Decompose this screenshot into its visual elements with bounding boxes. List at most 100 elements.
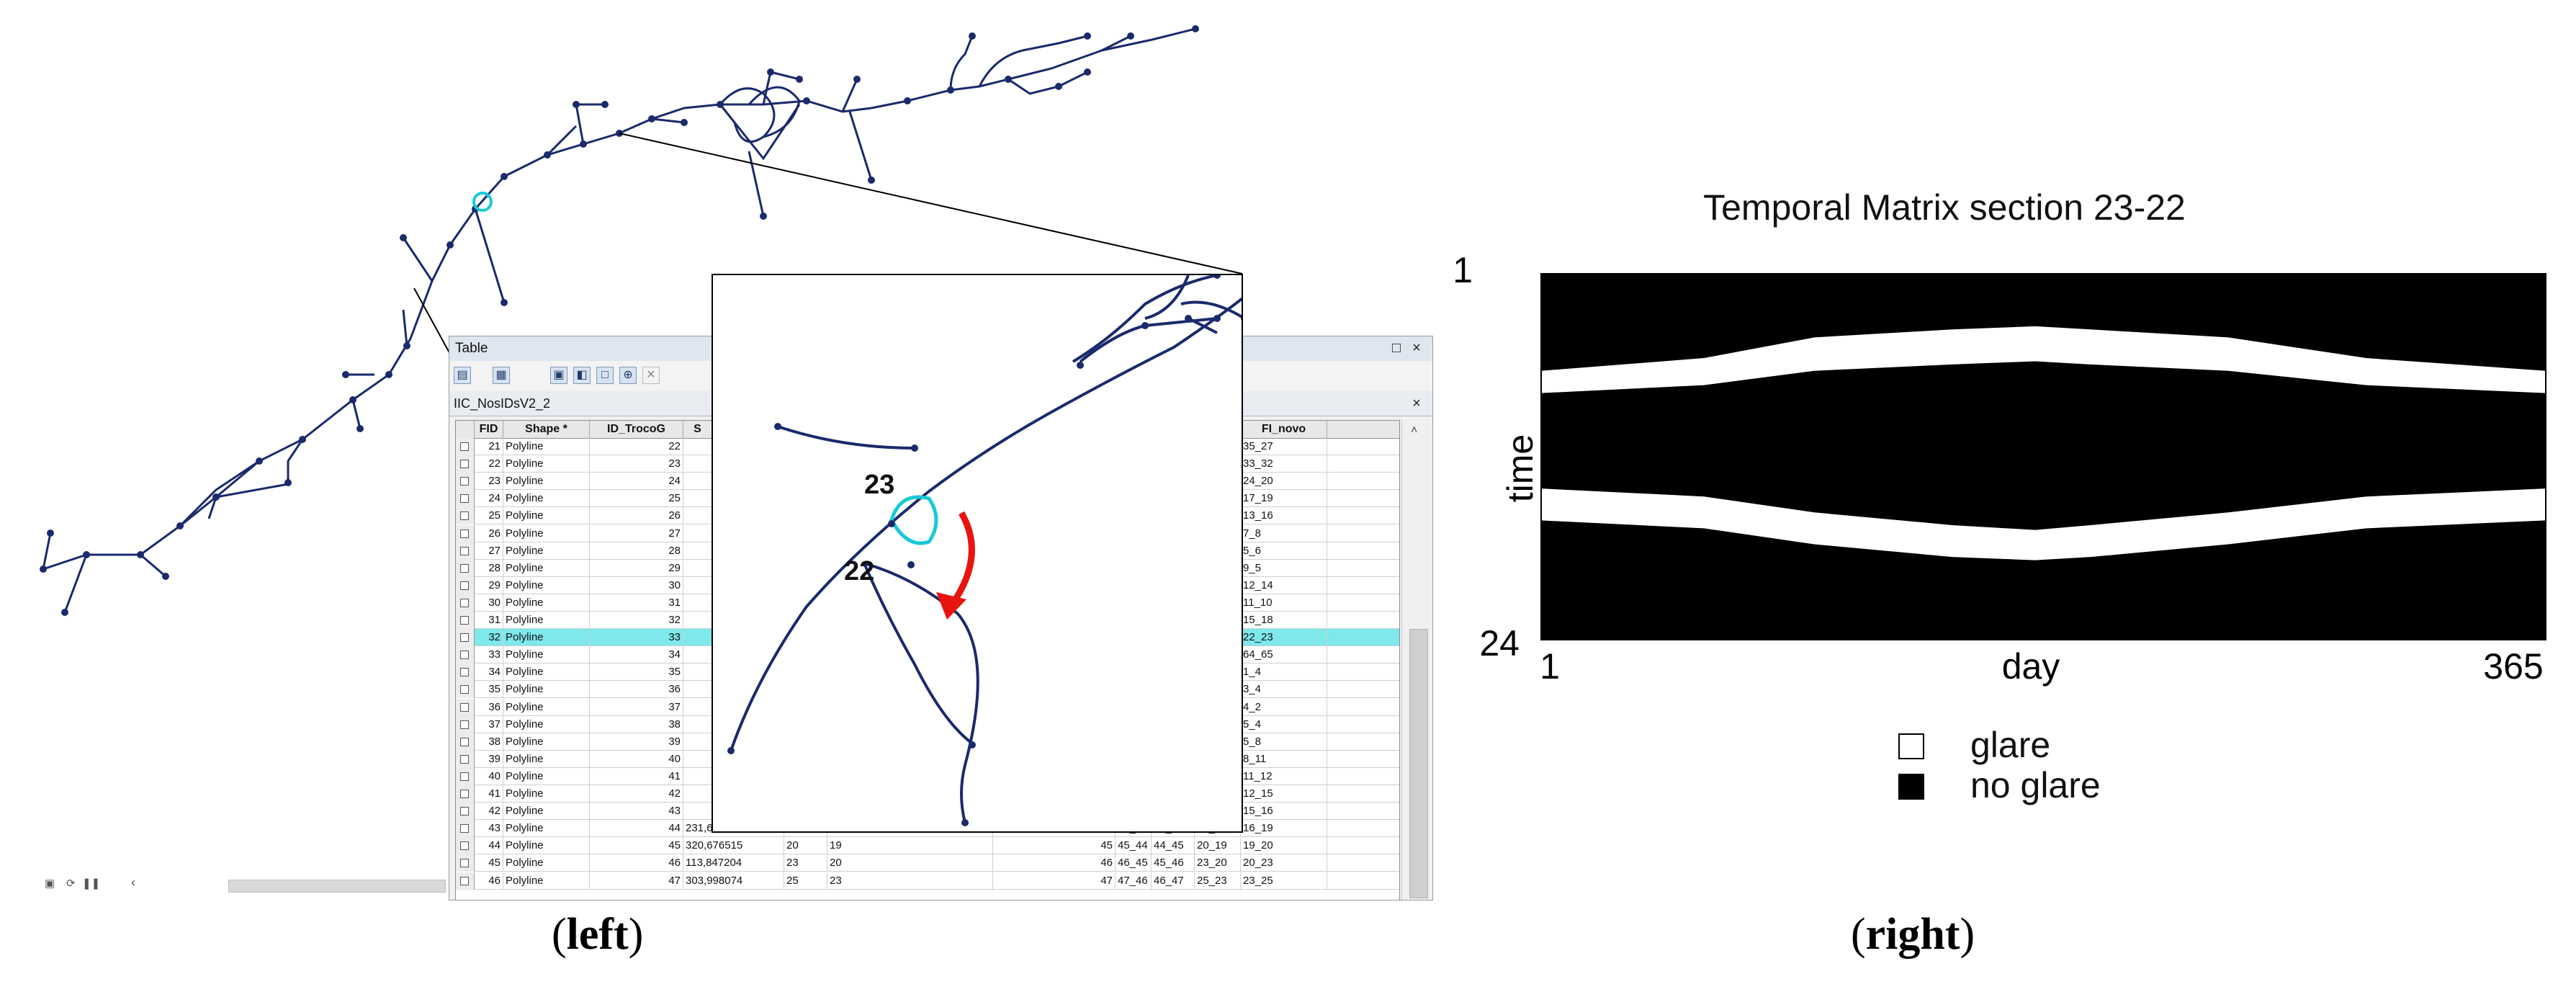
- row-checkbox[interactable]: [460, 511, 469, 521]
- clear-selection-icon[interactable]: □: [596, 367, 614, 384]
- scroll-left-icon[interactable]: ‹: [131, 875, 135, 890]
- row-checkbox[interactable]: [460, 598, 469, 607]
- row-selector[interactable]: [456, 715, 475, 733]
- cell-value: 25: [784, 872, 827, 890]
- col-header-shape[interactable]: Shape *: [503, 421, 590, 438]
- col-header-s[interactable]: S: [683, 421, 712, 438]
- cell-value: 44_45: [1152, 837, 1195, 855]
- switch-selection-icon[interactable]: ◧: [573, 367, 591, 384]
- row-checkbox[interactable]: [460, 477, 469, 486]
- row-checkbox[interactable]: [460, 529, 469, 538]
- row-checkbox[interactable]: [460, 494, 469, 504]
- row-selector[interactable]: [456, 698, 475, 716]
- row-selector[interactable]: [456, 438, 475, 455]
- cell-id-trocog: 22: [590, 438, 683, 455]
- horizontal-scroll-thumb[interactable]: [228, 880, 446, 893]
- restore-icon[interactable]: □: [1391, 340, 1401, 356]
- row-selector[interactable]: [456, 594, 475, 612]
- cell-fi-novo: 19_20: [1241, 837, 1327, 855]
- row-checkbox[interactable]: [460, 754, 469, 764]
- col-header-fid[interactable]: FID: [475, 421, 503, 438]
- select-by-attributes-icon[interactable]: ▣: [550, 367, 567, 384]
- row-selector[interactable]: [456, 507, 475, 525]
- cell-id-trocog: 38: [590, 715, 683, 733]
- cell-shape: Polyline: [503, 646, 590, 664]
- cell-value: 45: [993, 837, 1116, 855]
- row-selector[interactable]: [456, 681, 475, 699]
- row-selector[interactable]: [456, 473, 475, 491]
- row-checkbox[interactable]: [460, 546, 469, 555]
- row-checkbox[interactable]: [460, 859, 469, 868]
- row-checkbox[interactable]: [460, 876, 469, 885]
- delete-icon[interactable]: ✕: [642, 367, 660, 384]
- close-tab-icon[interactable]: ×: [1412, 396, 1421, 411]
- vertical-scrollbar[interactable]: ˄: [1401, 420, 1432, 900]
- row-selector[interactable]: [456, 629, 475, 647]
- row-selector[interactable]: [456, 733, 475, 751]
- cell-fi-novo: 3_4: [1241, 681, 1327, 699]
- refresh-icon[interactable]: ⟳: [66, 877, 76, 890]
- zoom-to-selected-icon[interactable]: ⊕: [619, 367, 637, 384]
- cell-fid: 25: [475, 507, 503, 525]
- cell-shape: Polyline: [503, 455, 590, 473]
- row-checkbox[interactable]: [460, 702, 469, 712]
- pause-icon[interactable]: ❚❚: [82, 877, 101, 890]
- row-selector[interactable]: [456, 559, 475, 577]
- cell-fi-novo: 1_4: [1241, 663, 1327, 682]
- row-selector[interactable]: [456, 490, 475, 508]
- scroll-up-icon[interactable]: ˄: [1411, 424, 1418, 437]
- row-checkbox[interactable]: [460, 442, 469, 451]
- row-selector[interactable]: [456, 663, 475, 682]
- row-selector[interactable]: [456, 612, 475, 629]
- row-selector[interactable]: [456, 646, 475, 664]
- cell-fid: 38: [475, 733, 503, 751]
- cell-value: 23: [827, 872, 993, 890]
- row-checkbox[interactable]: [460, 824, 469, 834]
- row-checkbox[interactable]: [460, 563, 469, 573]
- row-checkbox[interactable]: [460, 790, 469, 798]
- row-selector[interactable]: [456, 750, 475, 768]
- row-checkbox[interactable]: [460, 651, 469, 660]
- row-selector[interactable]: [456, 872, 475, 890]
- cell-id-trocog: 28: [590, 542, 683, 560]
- row-checkbox[interactable]: [460, 807, 469, 816]
- row-selector[interactable]: [456, 803, 475, 821]
- scroll-thumb[interactable]: [1409, 629, 1428, 898]
- row-selector[interactable]: [456, 524, 475, 542]
- cell-id-trocog: 33: [590, 629, 683, 647]
- close-icon[interactable]: ×: [1412, 340, 1421, 356]
- row-selector[interactable]: [456, 854, 475, 872]
- row-checkbox[interactable]: [460, 737, 469, 746]
- row-checkbox[interactable]: [460, 581, 469, 590]
- col-header-fi-novo[interactable]: FI_novo: [1241, 421, 1327, 438]
- cell-fid: 29: [475, 576, 503, 594]
- row-selector[interactable]: [456, 542, 475, 560]
- cell-fid: 24: [475, 490, 503, 508]
- row-selector[interactable]: [456, 837, 475, 855]
- table-options-icon[interactable]: ▤: [454, 367, 471, 384]
- cell-fi-novo: 11_10: [1241, 594, 1327, 612]
- row-checkbox[interactable]: [460, 460, 469, 469]
- row-checkbox[interactable]: [460, 633, 469, 643]
- row-checkbox[interactable]: [460, 685, 469, 694]
- row-checkbox[interactable]: [460, 841, 469, 851]
- related-tables-icon[interactable]: ▦: [493, 367, 510, 384]
- row-selector[interactable]: [456, 576, 475, 594]
- col-header-id-trocog[interactable]: ID_TrocoG: [590, 421, 683, 438]
- row-selector[interactable]: [456, 785, 475, 803]
- row-checkbox[interactable]: [460, 616, 469, 625]
- row-selector[interactable]: [456, 767, 475, 785]
- row-checkbox[interactable]: [460, 668, 469, 677]
- row-checkbox[interactable]: [460, 720, 469, 729]
- row-selector[interactable]: [456, 820, 475, 838]
- layout-view-icon[interactable]: ▣: [45, 877, 55, 890]
- road-network-map[interactable]: [0, 0, 1433, 901]
- cell-fi-novo: 12_14: [1241, 576, 1327, 594]
- row-selector[interactable]: [456, 455, 475, 473]
- row-checkbox[interactable]: [460, 772, 469, 781]
- cell-id-trocog: 25: [590, 490, 683, 508]
